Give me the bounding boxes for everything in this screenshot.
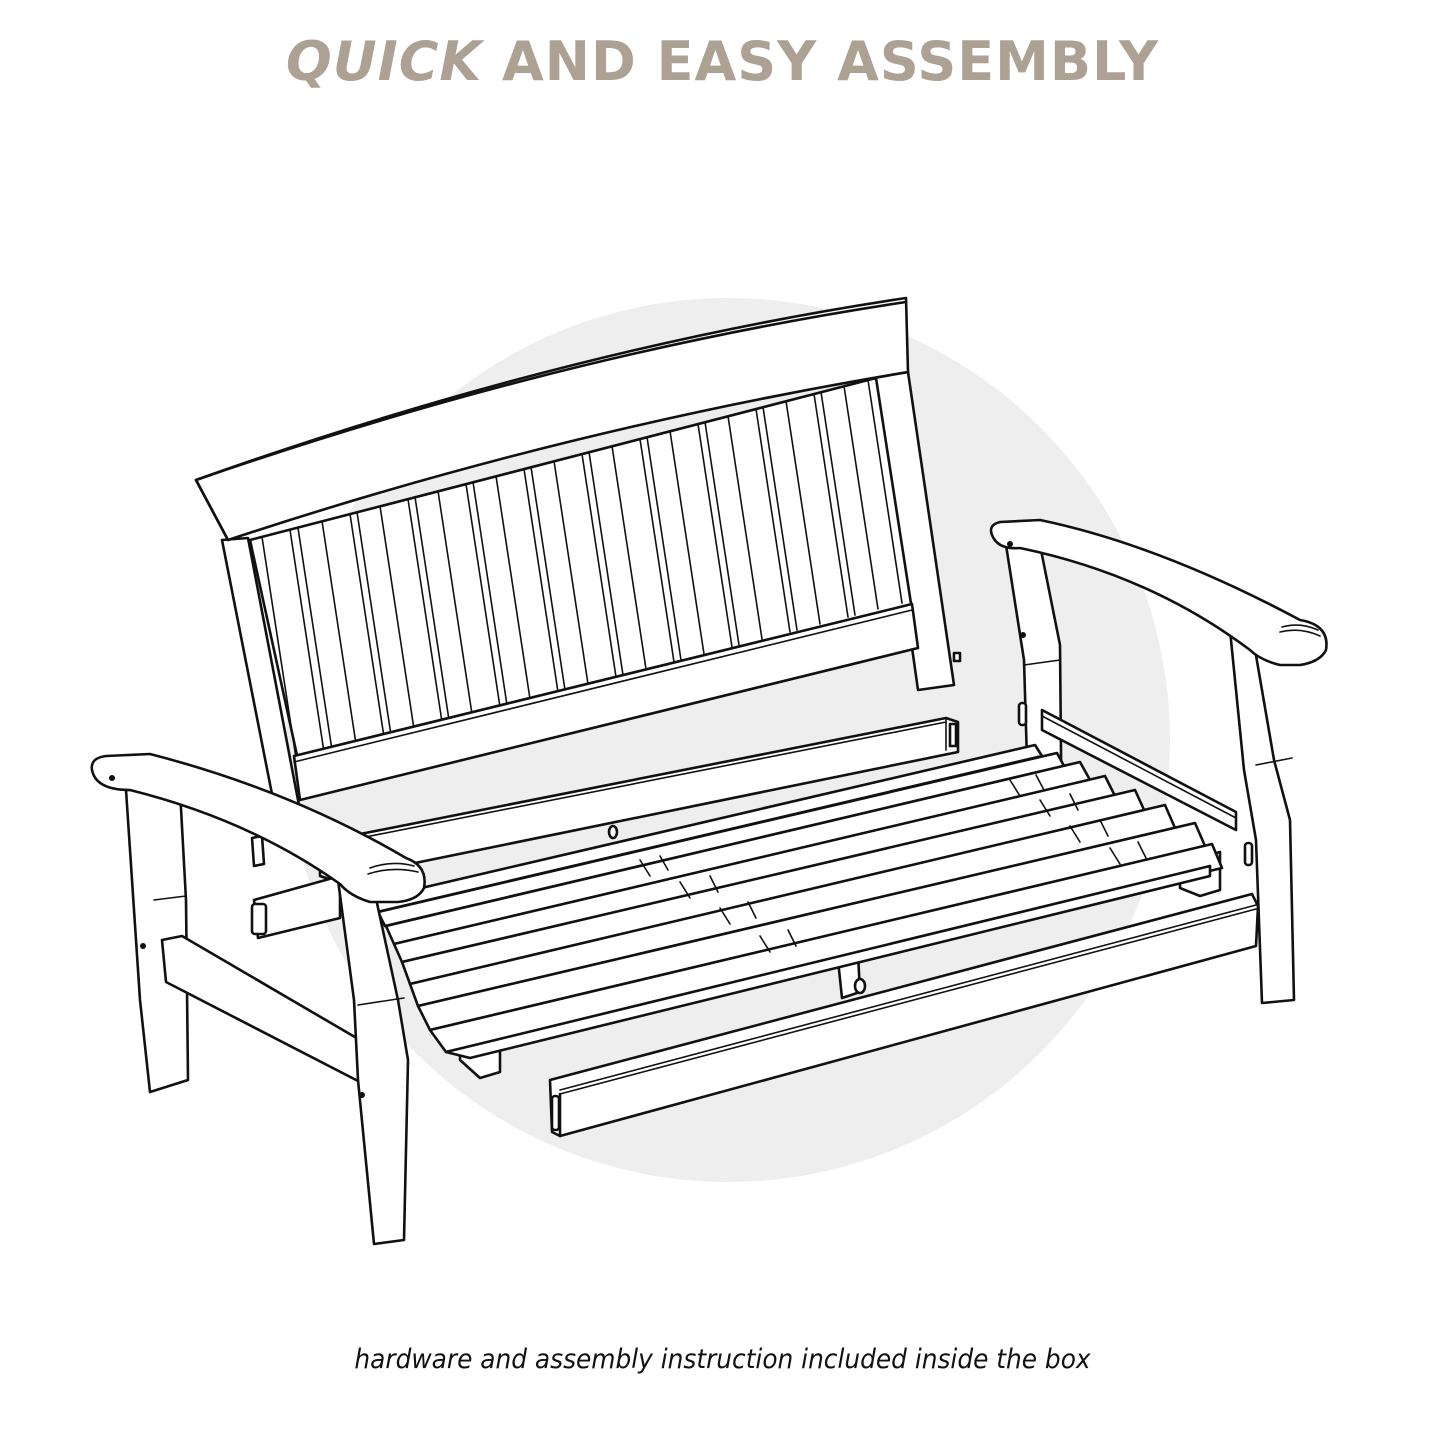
- page-title: QUICK AND EASY ASSEMBLY: [0, 30, 1445, 93]
- seat-slats: [368, 743, 1224, 1080]
- left-arm-assembly: [90, 752, 426, 1246]
- back-seat-rail: [318, 716, 960, 882]
- front-seat-rail: [548, 892, 1260, 1138]
- title-emphasis: QUICK: [285, 30, 483, 93]
- caption: hardware and assembly instruction includ…: [354, 1344, 1091, 1375]
- title-rest: AND EASY ASSEMBLY: [482, 30, 1160, 93]
- backrest: [194, 296, 962, 847]
